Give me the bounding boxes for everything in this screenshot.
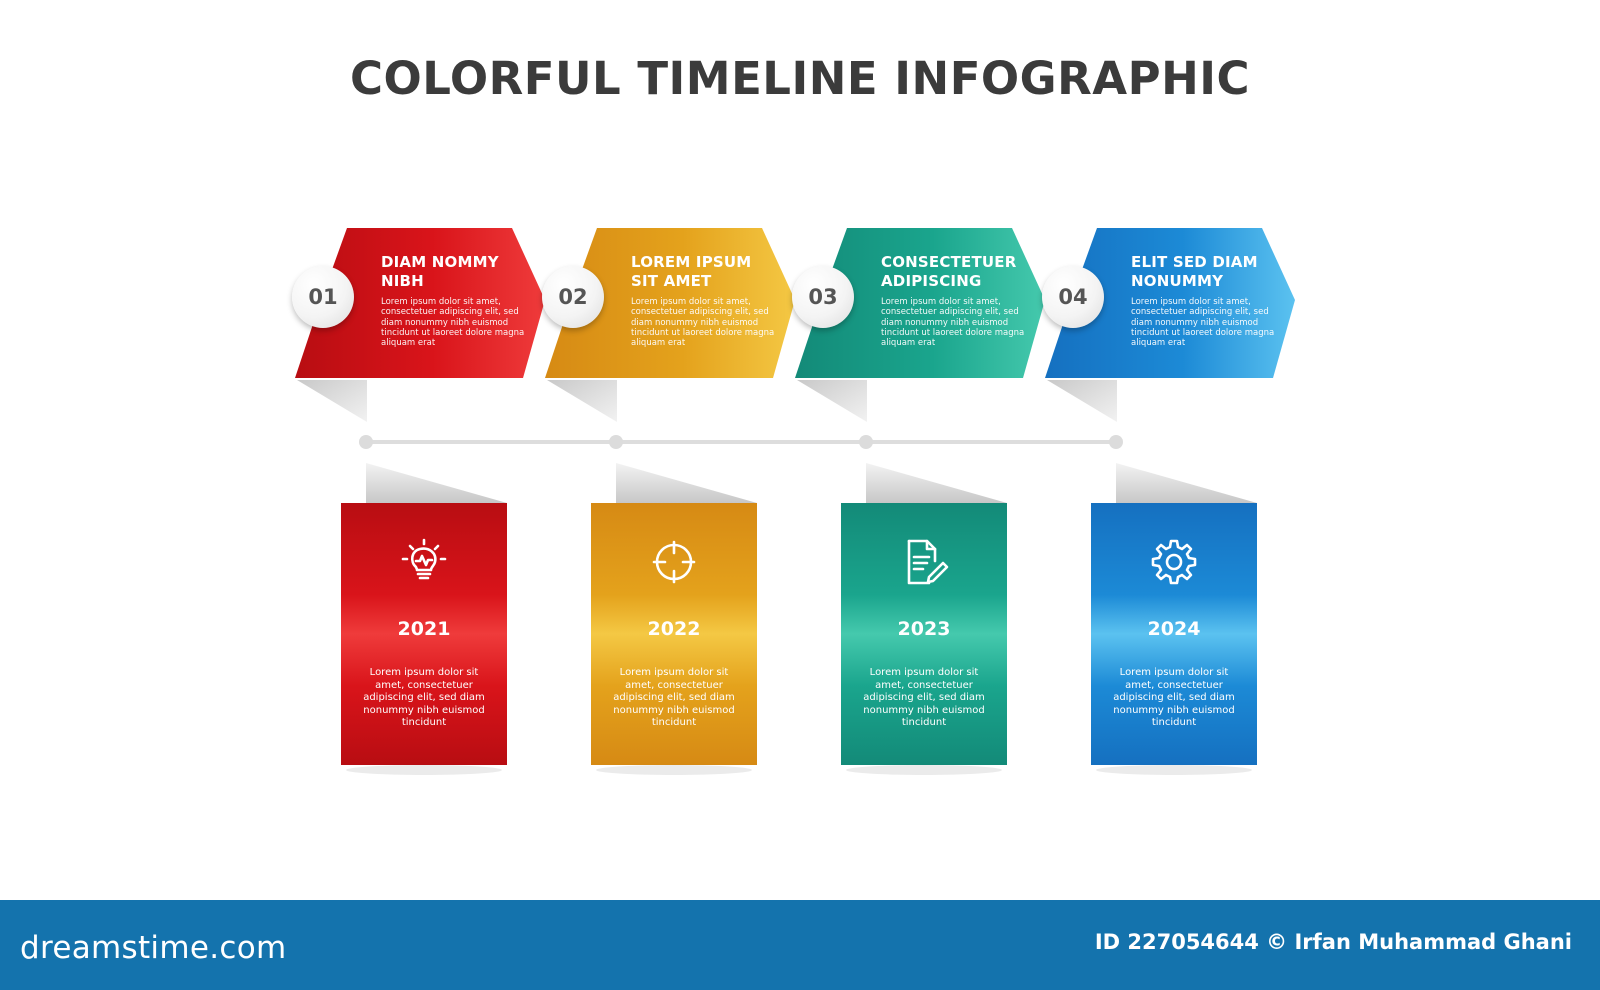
gear-icon xyxy=(1149,537,1199,587)
card-description: Lorem ipsum dolor sit amet, consectetuer… xyxy=(1113,667,1235,728)
banner-fold xyxy=(297,380,367,422)
timeline-node xyxy=(859,435,873,449)
card-shadow xyxy=(596,765,752,775)
timeline-graphics xyxy=(295,228,1295,775)
step-heading: DIAM NOMMY NIBH xyxy=(381,253,499,290)
step-banner-content: ELIT SED DIAM NONUMMY Lorem ipsum dolor s… xyxy=(1131,253,1351,349)
card-shadow xyxy=(846,765,1002,775)
step-banner xyxy=(545,228,795,378)
step-number-badge: 04 xyxy=(1042,266,1104,328)
step-number-badge: 01 xyxy=(292,266,354,328)
card-fold xyxy=(616,463,757,503)
card-year: 2024 xyxy=(1147,618,1201,640)
step-heading: ELIT SED DIAM NONUMMY xyxy=(1131,253,1258,290)
card-fold xyxy=(866,463,1007,503)
step-banner xyxy=(795,228,1045,378)
card-fold xyxy=(1116,463,1257,503)
step-number-badge: 03 xyxy=(792,266,854,328)
step-description: Lorem ipsum dolor sit amet, consectetuer… xyxy=(381,297,525,349)
timeline-node xyxy=(609,435,623,449)
document-edit-icon xyxy=(899,537,949,587)
step-banner-content: LOREM IPSUM SIT AMET Lorem ipsum dolor si… xyxy=(631,253,851,349)
banner-fold xyxy=(1047,380,1117,422)
card-shadow xyxy=(1096,765,1252,775)
step-description: Lorem ipsum dolor sit amet, consectetuer… xyxy=(1131,297,1275,349)
footer-bar: dreamstime.com ID 227054644 © Irfan Muha… xyxy=(0,900,1600,990)
timeline-node xyxy=(359,435,373,449)
step-banner-content: DIAM NOMMY NIBH Lorem ipsum dolor sit ame… xyxy=(381,253,601,349)
banner-fold xyxy=(797,380,867,422)
step-heading: LOREM IPSUM SIT AMET xyxy=(631,253,752,290)
banner-fold xyxy=(547,380,617,422)
year-card-background xyxy=(341,503,507,765)
card-year: 2023 xyxy=(897,618,951,640)
timeline-node xyxy=(1109,435,1123,449)
step-banner-content: CONSECTETUER ADIPISCING Lorem ipsum dolor… xyxy=(881,253,1101,349)
card-shadow xyxy=(346,765,502,775)
card-description: Lorem ipsum dolor sit amet, consectetuer… xyxy=(363,667,485,728)
step-banner xyxy=(1045,228,1295,378)
page-title: COLORFUL TIMELINE INFOGRAPHIC xyxy=(349,52,1251,105)
card-fold xyxy=(366,463,507,503)
card-description: Lorem ipsum dolor sit amet, consectetuer… xyxy=(863,667,985,728)
lightbulb-icon xyxy=(399,537,449,587)
card-year: 2021 xyxy=(397,618,451,640)
card-year: 2022 xyxy=(647,618,701,640)
step-heading: CONSECTETUER ADIPISCING xyxy=(881,253,1017,290)
card-description: Lorem ipsum dolor sit amet, consectetuer… xyxy=(613,667,735,728)
step-description: Lorem ipsum dolor sit amet, consectetuer… xyxy=(881,297,1025,349)
step-number-badge: 02 xyxy=(542,266,604,328)
target-icon xyxy=(649,537,699,587)
footer-credit: ID 227054644 © Irfan Muhammad Ghani xyxy=(1094,930,1572,954)
footer-logo: dreamstime.com xyxy=(20,930,287,966)
year-card-background xyxy=(1091,503,1257,765)
year-card-background xyxy=(841,503,1007,765)
step-banner xyxy=(295,228,545,378)
step-description: Lorem ipsum dolor sit amet, consectetuer… xyxy=(631,297,775,349)
